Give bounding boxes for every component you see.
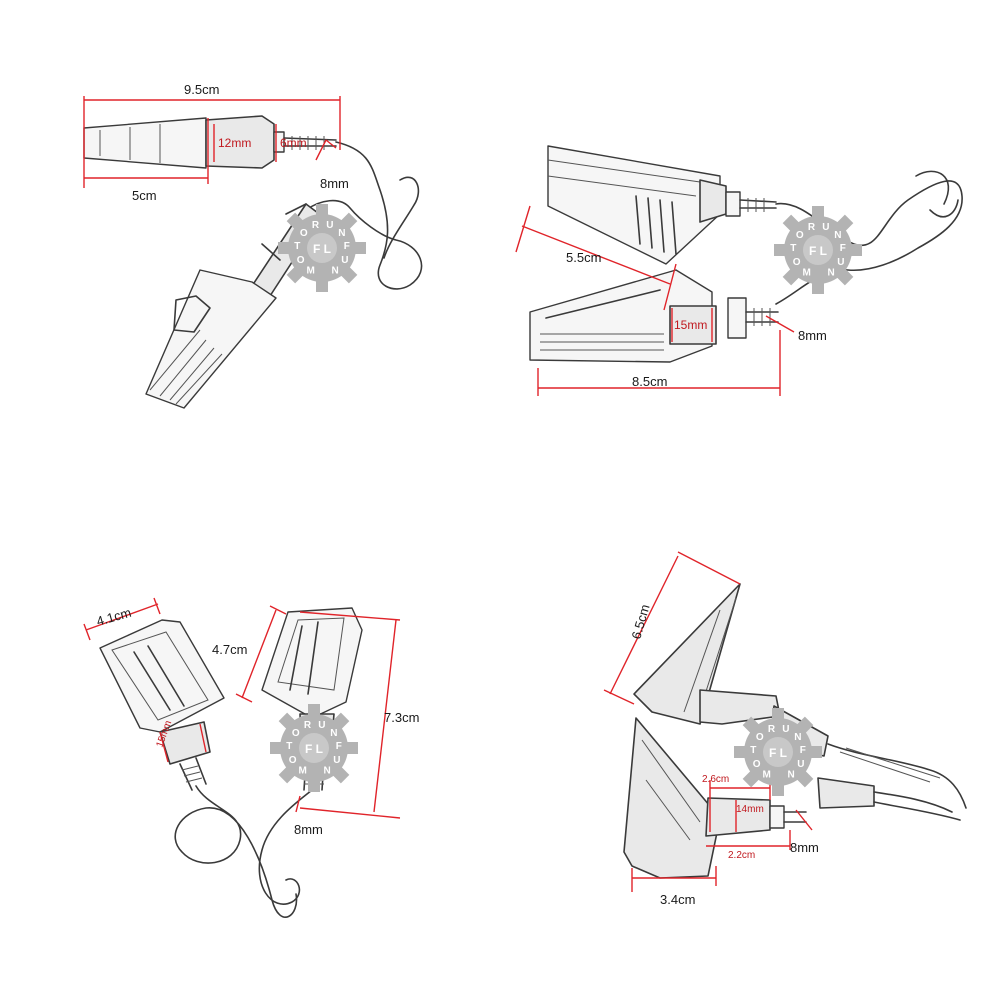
watermark-letter: T (286, 741, 292, 752)
watermark-letter: O (297, 255, 305, 266)
watermark-letter: O (289, 755, 297, 766)
dim-side-length: 5.5cm (566, 250, 601, 265)
lamp-body-2 (145, 269, 277, 409)
dim-neck-length: 2.6cm (702, 774, 729, 785)
watermark-letter: O (796, 230, 804, 241)
watermark-letter: T (750, 745, 756, 756)
dim-base-width: 3.4cm (660, 892, 695, 907)
dim-body-length: 5cm (132, 188, 157, 203)
watermark-letter: R (312, 220, 320, 231)
dim-total-length: 9.5cm (184, 82, 219, 97)
dim-stem-diameter: 6mm (280, 136, 307, 150)
watermark-letter: O (753, 759, 761, 770)
watermark-letter: R (808, 222, 816, 233)
watermark-letter: U (341, 255, 348, 266)
watermark-letter: R (768, 724, 776, 735)
watermark-letter: U (333, 755, 340, 766)
watermark-letter: F (336, 741, 342, 752)
watermark-letter: M (307, 266, 315, 277)
dim-neck-diameter: 14mm (736, 804, 764, 815)
dim-stem-length: 2.2cm (728, 850, 755, 861)
watermark-letter: N (332, 266, 339, 277)
watermark-letter: R (304, 720, 312, 731)
dim-bolt: 8mm (294, 822, 323, 837)
watermark-letter: O (292, 728, 300, 739)
watermark-letter: N (324, 766, 331, 777)
watermark-letter: U (797, 759, 804, 770)
watermark-letter: N (828, 268, 835, 279)
dim-bolt: 8mm (790, 840, 819, 855)
watermark-letter: F (344, 241, 350, 252)
dim-width: 4.1cm (95, 605, 133, 629)
lamp-body (547, 145, 721, 265)
dim-total-length: 7.3cm (384, 710, 419, 725)
watermark-letter: M (763, 770, 771, 781)
watermark-letter: U (782, 724, 789, 735)
watermark-letter: U (837, 257, 844, 268)
dim-total-length: 8.5cm (632, 374, 667, 389)
lamp-body (83, 117, 207, 169)
watermark-letter: N (330, 728, 337, 739)
dim-neck-diameter: 15mm (674, 318, 707, 332)
lamp-body (99, 619, 225, 733)
panel-bottom-right: 6.5cm 2.6cm 14mm 2.2cm 3.4cm 8mm F L MOT… (603, 551, 967, 907)
watermark-letter: U (326, 220, 333, 231)
watermark-letter: T (294, 241, 300, 252)
watermark-letter: U (822, 222, 829, 233)
svg-text:F L: F L (305, 742, 323, 756)
lamp-body-2 (529, 269, 713, 363)
lamp-neck (205, 115, 275, 169)
watermark-letter: T (790, 243, 796, 254)
dim-neck-diameter: 12mm (218, 136, 251, 150)
svg-text:F L: F L (313, 242, 331, 256)
watermark-letter: N (338, 228, 345, 239)
dim-bolt: 8mm (320, 176, 349, 191)
dim-height: 6.5cm (628, 603, 652, 641)
watermark-letter: O (756, 732, 764, 743)
svg-text:F L: F L (809, 244, 827, 258)
watermark-letter: M (299, 766, 307, 777)
watermark-letter: N (794, 732, 801, 743)
dim-bolt: 8mm (798, 328, 827, 343)
dim-height: 4.7cm (212, 642, 247, 657)
watermark-letter: O (793, 257, 801, 268)
lamp-body-2 (623, 717, 721, 879)
watermark-letter: M (803, 268, 811, 279)
watermark-letter: O (300, 228, 308, 239)
watermark-letter: N (834, 230, 841, 241)
watermark-letter: N (788, 770, 795, 781)
watermark-letter: F (840, 243, 846, 254)
lamp-body (633, 583, 741, 725)
watermark-letter: U (318, 720, 325, 731)
svg-text:F L: F L (769, 746, 787, 760)
watermark-letter: F (800, 745, 806, 756)
